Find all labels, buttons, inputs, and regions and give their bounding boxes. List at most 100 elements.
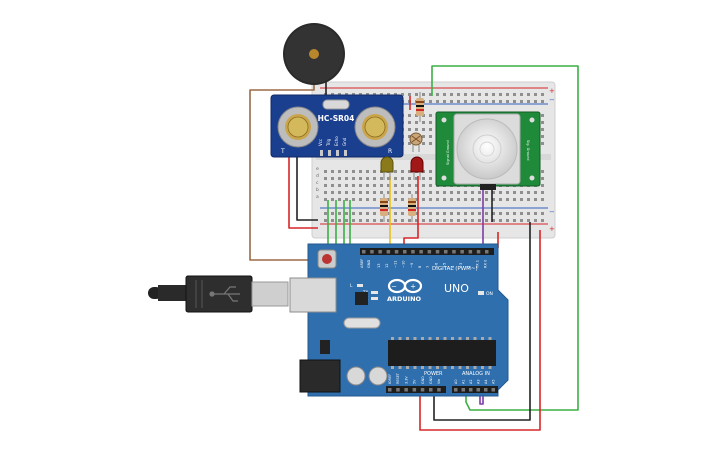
resistor-ldr[interactable] — [416, 92, 424, 122]
digital-pin-label: 4 — [451, 265, 455, 268]
power-pin-label: GND — [421, 376, 425, 384]
l-led-label: L — [350, 283, 353, 289]
power-pin[interactable] — [429, 388, 433, 392]
pir-sensor[interactable]: Signal Ground Sig. Ground — [435, 111, 541, 190]
digital-pin-label: TX 1 — [475, 260, 479, 269]
wire-black-bottom[interactable] — [433, 222, 531, 421]
crystal — [322, 99, 350, 110]
voltage-regulator — [320, 340, 330, 354]
sensor-model-label: HC-SR04 — [318, 114, 355, 123]
header-pin[interactable] — [403, 250, 407, 254]
ultrasonic-sensor[interactable]: HC-SR04 T R Vcc Trig Echo Gnd — [270, 94, 404, 158]
power-pin[interactable] — [412, 388, 417, 392]
power-pin[interactable] — [437, 388, 441, 392]
pir-screw-top — [441, 117, 447, 123]
digital-header — [360, 248, 494, 255]
analog-header — [452, 386, 498, 393]
pir-screw-bottom — [441, 175, 447, 181]
wire-black-sensor-gnd[interactable] — [296, 156, 318, 221]
header-pin[interactable] — [394, 250, 399, 254]
digital-pin-label: 2 — [467, 266, 471, 268]
header-pin[interactable] — [411, 250, 415, 254]
pin-label-gnd: Gnd — [342, 137, 347, 146]
power-pin[interactable] — [420, 388, 425, 392]
pin-label-vcc: Vcc — [318, 139, 323, 146]
wire-red-bottom[interactable] — [419, 230, 541, 431]
arduino-model: UNO — [444, 282, 469, 295]
digital-pin-label: 7 — [426, 266, 430, 268]
digital-pin-label: RX 0 — [484, 259, 488, 268]
analog-pin[interactable] — [476, 388, 481, 392]
on-label: ON — [486, 291, 493, 297]
row-letter: b — [316, 187, 319, 193]
wire-red-led[interactable] — [403, 176, 419, 248]
resistor-led-red[interactable] — [408, 194, 416, 222]
power-pin[interactable] — [396, 388, 400, 392]
header-pin[interactable] — [419, 250, 423, 254]
rx-led — [371, 297, 378, 300]
power-pin[interactable] — [388, 388, 392, 392]
rail-minus-bottom: − — [549, 208, 555, 216]
power-pin-label: RESET — [396, 372, 400, 384]
digital-pin-label: ~6 — [434, 262, 438, 268]
digital-pin-label: 13 — [377, 263, 381, 268]
piezo-buzzer[interactable] — [283, 23, 345, 85]
arduino-logo — [387, 278, 423, 294]
row-letter: c — [316, 181, 319, 186]
analog-pin[interactable] — [454, 388, 458, 392]
analog-pin-label: A5 — [492, 380, 496, 384]
usb-jack — [289, 277, 337, 313]
header-pin[interactable] — [386, 250, 391, 254]
usb-plug-metal — [251, 281, 289, 307]
analog-pin-label: A1 — [462, 380, 466, 384]
led-red[interactable] — [410, 156, 424, 180]
analog-pin[interactable] — [469, 388, 473, 392]
row-letter: a — [316, 195, 319, 200]
header-pin[interactable] — [444, 250, 448, 254]
power-pin-label: IOREF — [388, 374, 392, 384]
wire-green-pir[interactable] — [431, 65, 579, 411]
row-letter: d — [316, 173, 319, 179]
header-pin[interactable] — [460, 250, 464, 254]
pin-label-echo: Echo — [334, 136, 339, 146]
header-pin[interactable] — [378, 250, 382, 254]
rail-plus-bottom: + — [549, 225, 555, 233]
wire-brown-buzzer[interactable] — [249, 82, 326, 261]
header-pin[interactable] — [370, 250, 374, 254]
analog-pin[interactable] — [461, 388, 466, 392]
wire-red-sensor-vcc[interactable] — [288, 156, 318, 229]
digital-pin-label: ~3 — [459, 263, 463, 268]
pir-header — [480, 184, 496, 190]
analog-pin[interactable] — [491, 388, 496, 392]
pir-side-label-right: Sig. Ground — [526, 140, 530, 161]
header-pin[interactable] — [362, 250, 366, 254]
power-pin[interactable] — [404, 388, 408, 392]
digital-pin-label: ~9 — [410, 262, 414, 268]
power-pin-label: 5V — [413, 379, 417, 384]
resistor-led-yellow[interactable] — [380, 194, 388, 222]
header-pin[interactable] — [435, 250, 440, 254]
photoresistor[interactable] — [409, 132, 423, 152]
header-pin[interactable] — [427, 250, 432, 254]
capacitor-1 — [346, 366, 366, 386]
analog-pin-label: A3 — [477, 380, 481, 384]
header-pin[interactable] — [476, 250, 481, 254]
power-pin-label: Vin — [437, 379, 441, 384]
crystal-oscillator — [343, 317, 381, 329]
header-pin[interactable] — [485, 250, 489, 254]
reset-button-cap[interactable] — [322, 254, 332, 264]
row-letter: e — [316, 167, 319, 172]
dc-jack — [299, 359, 341, 393]
header-pin[interactable] — [468, 250, 473, 254]
arduino-brand: ARDUINO — [387, 295, 422, 303]
sensor-mark-t: T — [280, 148, 285, 155]
power-pin-label: GND — [429, 376, 433, 384]
digital-pin-label: 12 — [385, 263, 389, 268]
analog-pin[interactable] — [484, 388, 488, 392]
analog-pin-label: A0 — [454, 380, 458, 384]
led-yellow[interactable] — [380, 156, 394, 180]
usb-cable[interactable] — [148, 275, 289, 313]
header-pin[interactable] — [452, 250, 456, 254]
svg-text:+: + — [410, 283, 416, 291]
